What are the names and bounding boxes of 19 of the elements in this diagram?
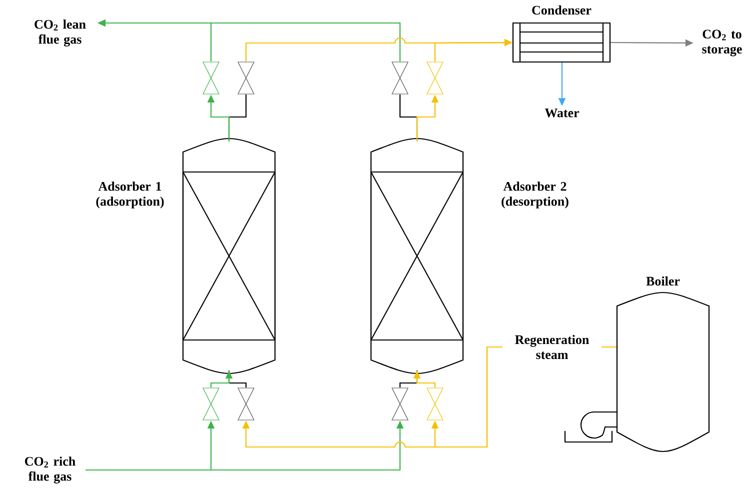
stream-label: CO$_{2}$ rich flue gas	[25, 456, 76, 484]
valve-symbol	[392, 62, 408, 94]
vessel-label: Adsorber 1 (adsorption)	[96, 182, 164, 208]
pipe-line	[228, 370, 247, 388]
valve-symbol	[202, 388, 220, 420]
valve-symbol	[426, 62, 444, 94]
stream-label: CO$_{2}$ lean flue gas	[34, 20, 86, 46]
edge-label: Regeneration steam	[502, 332, 602, 362]
valve-symbol	[238, 62, 254, 94]
vessel-label: Adsorber 2 (desorption)	[502, 182, 568, 208]
equipment-label: Condenser	[532, 5, 592, 15]
valve-symbol	[426, 388, 444, 420]
valve-symbol	[202, 62, 220, 94]
pipe-line	[399, 370, 418, 388]
valve-symbol	[238, 388, 254, 420]
stream-label: Water	[544, 108, 580, 118]
stream-label: CO$_{2}$ to storage	[702, 30, 742, 56]
equipment-label: Boiler	[646, 276, 680, 286]
valve-symbol	[392, 388, 408, 420]
